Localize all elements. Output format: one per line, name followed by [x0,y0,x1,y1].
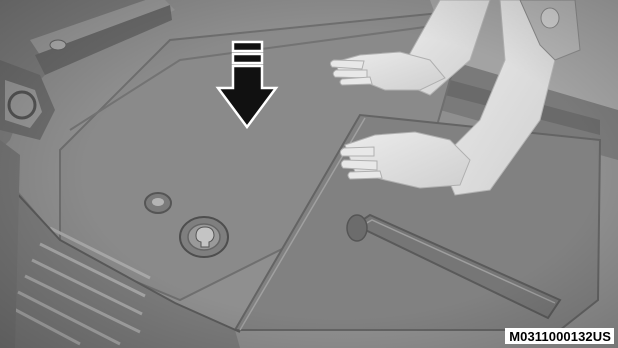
figure-code-label: M0311000132US [505,328,614,344]
